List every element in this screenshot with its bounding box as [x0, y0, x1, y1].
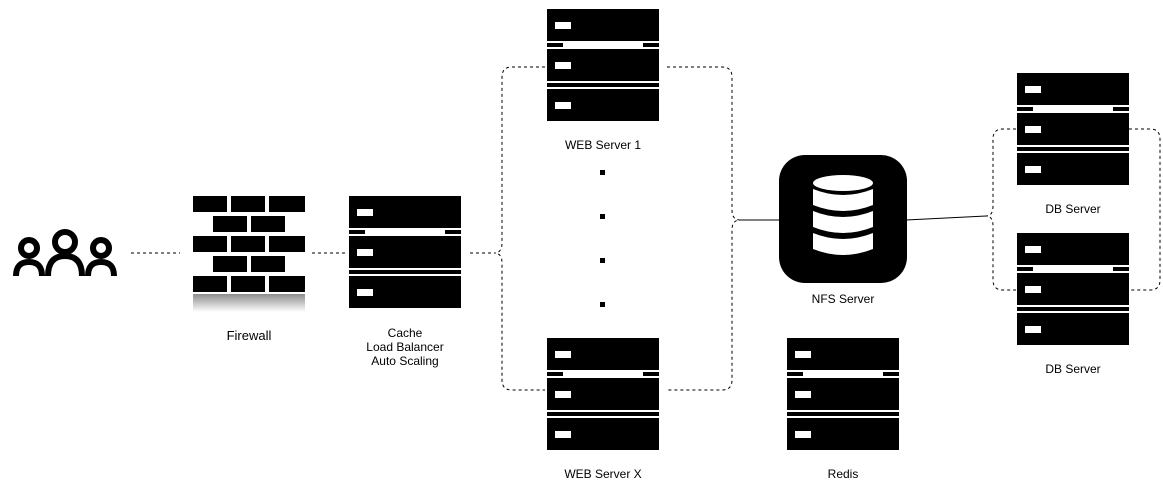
load-balancer-label-line: Load Balancer	[366, 340, 444, 354]
server-rack-icon	[787, 338, 899, 450]
redis-label: Redis	[827, 467, 859, 481]
db-server-2-label: DB Server	[1045, 362, 1101, 376]
auto-scaling-label-line: Auto Scaling	[371, 354, 439, 368]
vertical-ellipsis-icon	[600, 170, 605, 307]
cache-label: Cache Load Balancer Auto Scaling	[345, 326, 465, 368]
server-rack-icon	[1017, 233, 1129, 345]
users-group-icon	[13, 229, 117, 277]
cache-label-line: Cache	[387, 326, 423, 340]
web-server-1-label: WEB Server 1	[564, 138, 642, 152]
server-rack-icon	[547, 338, 659, 450]
brick-wall-icon	[193, 196, 305, 312]
database-cylinder-icon	[779, 155, 907, 283]
server-rack-icon	[1017, 73, 1129, 185]
web-server-x-label: WEB Server X	[564, 467, 642, 481]
firewall-label: Firewall	[226, 328, 272, 343]
server-rack-icon	[547, 9, 659, 121]
db-server-1-label: DB Server	[1045, 202, 1101, 216]
nfs-server-label: NFS Server	[811, 292, 875, 306]
server-rack-icon	[349, 196, 461, 308]
